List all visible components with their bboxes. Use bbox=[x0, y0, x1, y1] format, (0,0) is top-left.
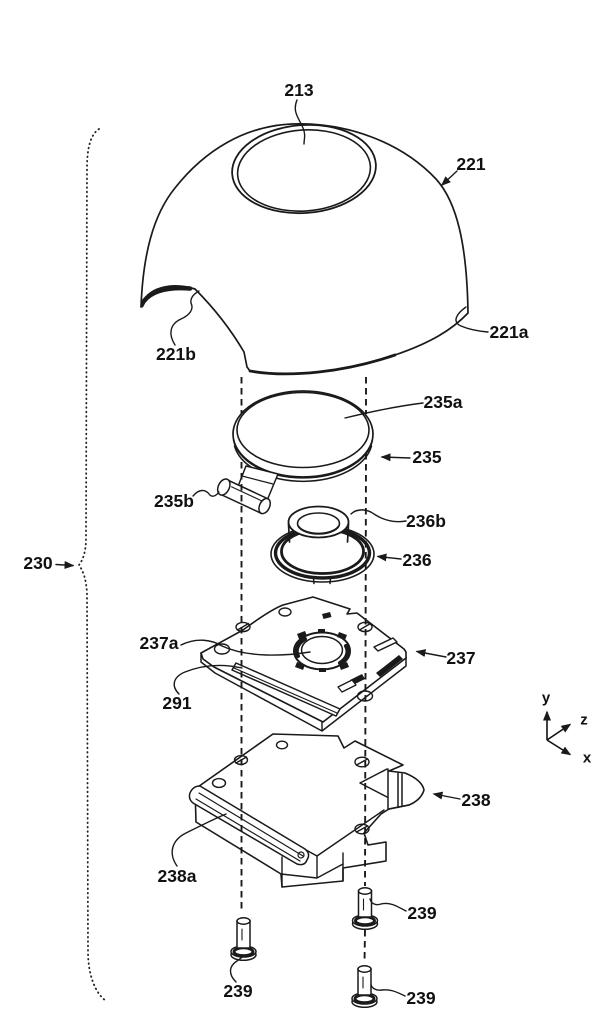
base-tab bbox=[359, 768, 410, 810]
bushing-bottom-notch bbox=[312, 577, 332, 585]
label-237: 237 bbox=[446, 648, 475, 668]
shaft-cap-left bbox=[216, 478, 231, 496]
base-front-edges bbox=[280, 855, 344, 879]
plate-side-face bbox=[200, 652, 407, 732]
disc-top-surface bbox=[236, 391, 370, 469]
plate-slot bbox=[373, 637, 398, 652]
leader-arrow-230 bbox=[55, 561, 75, 569]
base-238 bbox=[188, 733, 425, 888]
dome-bottom-edge bbox=[248, 353, 397, 376]
shaft-cap-right bbox=[258, 497, 272, 515]
label-221a: 221a bbox=[490, 322, 529, 342]
label-238a: 238a bbox=[158, 866, 197, 886]
opening-outer-ring bbox=[231, 123, 377, 215]
plate-mark bbox=[322, 612, 332, 619]
bushing-inner-depth bbox=[297, 525, 340, 534]
grouping-brace-230 bbox=[77, 128, 107, 1002]
label-221: 221 bbox=[456, 154, 485, 174]
dome-cap-221 bbox=[140, 123, 469, 376]
leader-239-left bbox=[229, 954, 244, 983]
label-239-left: 239 bbox=[223, 981, 252, 1001]
leader-arrow-237 bbox=[415, 649, 447, 658]
axis-triad bbox=[543, 710, 572, 756]
label-235: 235 bbox=[412, 447, 441, 467]
leader-221a bbox=[455, 306, 489, 333]
label-236b: 236b bbox=[406, 511, 446, 531]
label-213: 213 bbox=[284, 80, 313, 100]
leader-arrow-238 bbox=[432, 791, 461, 800]
base-front-block bbox=[281, 852, 344, 888]
leader-237a bbox=[180, 639, 311, 656]
axis-x-label: x bbox=[583, 750, 592, 767]
sensor-plate-237 bbox=[200, 596, 407, 732]
leader-arrow-221 bbox=[440, 170, 458, 187]
base-holes bbox=[211, 740, 370, 835]
brace-dotted-path bbox=[77, 128, 107, 1002]
leader-235a bbox=[344, 402, 424, 419]
bushing-inner-opening bbox=[296, 512, 341, 535]
axis-z-arrow bbox=[546, 723, 572, 741]
leader-235b bbox=[192, 489, 220, 497]
leader-238a bbox=[171, 813, 227, 867]
disc-rim-line-2 bbox=[233, 445, 373, 483]
leader-239-right-upper bbox=[369, 898, 407, 912]
dome-notch-shading-2 bbox=[140, 288, 165, 308]
screw-239-right-upper bbox=[351, 887, 379, 931]
dome-outline bbox=[140, 123, 469, 375]
leader-236b bbox=[350, 509, 407, 523]
opening-inner-ring bbox=[236, 129, 372, 212]
plate-opening-237a bbox=[293, 629, 351, 672]
bushing-236 bbox=[270, 505, 375, 585]
top-opening-213 bbox=[231, 123, 377, 215]
axis-x-arrow bbox=[546, 739, 572, 756]
leader-lines bbox=[55, 99, 489, 997]
axis-y-label: y bbox=[542, 690, 551, 707]
strip-291 bbox=[231, 662, 341, 717]
plate-top-face bbox=[200, 596, 407, 723]
sensor-ring-inner bbox=[300, 635, 344, 665]
disc-235 bbox=[232, 390, 374, 483]
reference-labels: 213 221 221a 221b 235a 235 235b 236b 236… bbox=[23, 80, 591, 1008]
label-236: 236 bbox=[402, 550, 431, 570]
screw-239-right-lower bbox=[351, 965, 378, 1009]
alignment-dashed-lines bbox=[240, 377, 367, 964]
label-238: 238 bbox=[461, 790, 490, 810]
screw-239-left bbox=[230, 917, 257, 962]
disc-rim-line-1 bbox=[232, 439, 374, 479]
leader-239-right-lower bbox=[370, 984, 406, 997]
shaft-boss-line bbox=[241, 475, 274, 485]
dashed-line-right bbox=[363, 377, 367, 964]
plate-connector-2 bbox=[337, 679, 357, 693]
label-230: 230 bbox=[23, 553, 52, 573]
leader-291 bbox=[173, 664, 243, 695]
label-237a: 237a bbox=[140, 633, 179, 653]
leader-221b bbox=[170, 290, 200, 346]
rail-end-pin bbox=[297, 851, 305, 859]
leader-arrow-235 bbox=[380, 453, 411, 462]
label-235b: 235b bbox=[154, 491, 194, 511]
label-221b: 221b bbox=[156, 344, 196, 364]
plate-edge-shading bbox=[376, 655, 403, 677]
base-rail-238a bbox=[188, 785, 310, 866]
label-235a: 235a bbox=[424, 392, 463, 412]
shaft-235b bbox=[216, 465, 279, 515]
label-239-right-upper: 239 bbox=[407, 903, 436, 923]
leader-213 bbox=[294, 99, 306, 145]
leader-arrow-236 bbox=[376, 553, 402, 562]
bushing-cylinder-sides bbox=[287, 523, 350, 543]
label-239-right-lower: 239 bbox=[406, 988, 435, 1008]
label-291: 291 bbox=[162, 693, 191, 713]
axis-z-label: z bbox=[580, 712, 588, 729]
